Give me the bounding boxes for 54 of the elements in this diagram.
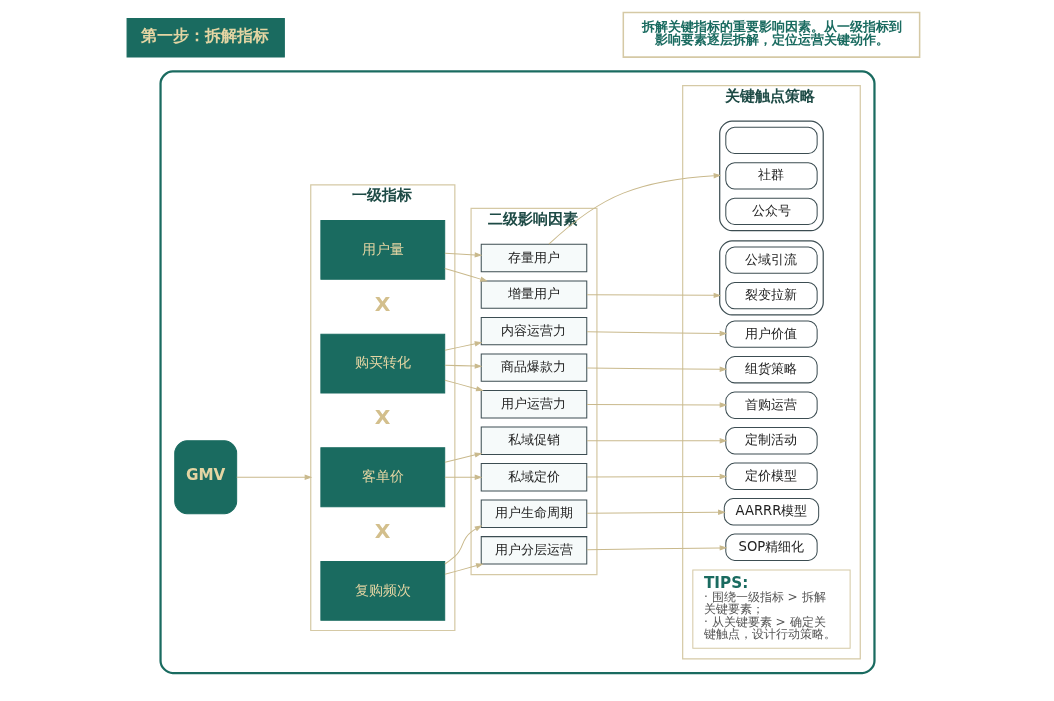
node-box: AARRR模型 — [723, 498, 820, 526]
node-box: 用户生命周期 — [480, 499, 588, 528]
arrow — [444, 252, 483, 258]
arrow — [586, 509, 726, 515]
arrow — [586, 402, 728, 408]
arrow — [444, 267, 488, 282]
node-box: 用户价值 — [725, 320, 818, 348]
node-box: 公众号 — [725, 197, 818, 226]
node-box: TIPS: · 围绕一级指标 > 拆解关键要素； · 从关键要素 > 确定关键触点，设计行动策略。 — [692, 569, 851, 649]
node-box: 私域定价 — [480, 463, 588, 492]
arrow — [586, 438, 728, 444]
arrow — [586, 366, 728, 372]
label: X — [374, 291, 391, 316]
node-box: 第一步：拆解指标 — [126, 18, 285, 58]
label: X — [374, 405, 391, 430]
node-box: SOP精细化 — [725, 533, 818, 561]
node-box: 定制活动 — [725, 427, 818, 455]
node-box: 公域引流 — [725, 246, 818, 274]
node-box: 商品爆款力 — [480, 353, 588, 382]
cluster — [719, 240, 824, 316]
label: X — [374, 519, 391, 544]
arrow — [444, 563, 484, 575]
arrow — [444, 341, 483, 351]
node-box: 购买转化 — [320, 333, 446, 394]
node-box: GMV — [174, 440, 238, 515]
node-box: 增量用户 — [480, 280, 588, 309]
arrow — [444, 363, 483, 369]
node-box: 用户量 — [320, 220, 446, 280]
node-box: 社群 — [725, 162, 818, 190]
node-box: 组货策略 — [725, 356, 818, 384]
arrow — [444, 379, 484, 392]
node-box: 私域促销 — [480, 426, 588, 455]
node-box: 客单价 — [320, 447, 446, 508]
node-box: 用户分层运营 — [480, 536, 588, 565]
arrow — [444, 525, 483, 565]
arrow — [548, 173, 722, 245]
node-box: 首购运营 — [725, 391, 818, 419]
arrow — [586, 545, 728, 551]
cluster — [719, 120, 824, 232]
node-box: 复购频次 — [320, 560, 446, 621]
node-box: 内容运营力 — [480, 316, 588, 346]
node-box — [725, 126, 818, 155]
arrow — [444, 452, 483, 463]
arrow — [586, 292, 722, 299]
arrow — [586, 473, 728, 480]
node-box: 定价模型 — [725, 462, 818, 490]
node-box: 拆解关键指标的重要影响因素。从一级指标到影响要素逐层拆解，定位运营关键动作。 — [622, 11, 921, 58]
arrow — [236, 474, 313, 480]
node-box: 用户运营力 — [480, 389, 588, 419]
node-box: 裂变拉新 — [725, 281, 818, 310]
node-box: 存量用户 — [480, 243, 588, 273]
cluster — [159, 70, 876, 675]
arrow — [444, 474, 483, 480]
arrow — [586, 330, 728, 337]
